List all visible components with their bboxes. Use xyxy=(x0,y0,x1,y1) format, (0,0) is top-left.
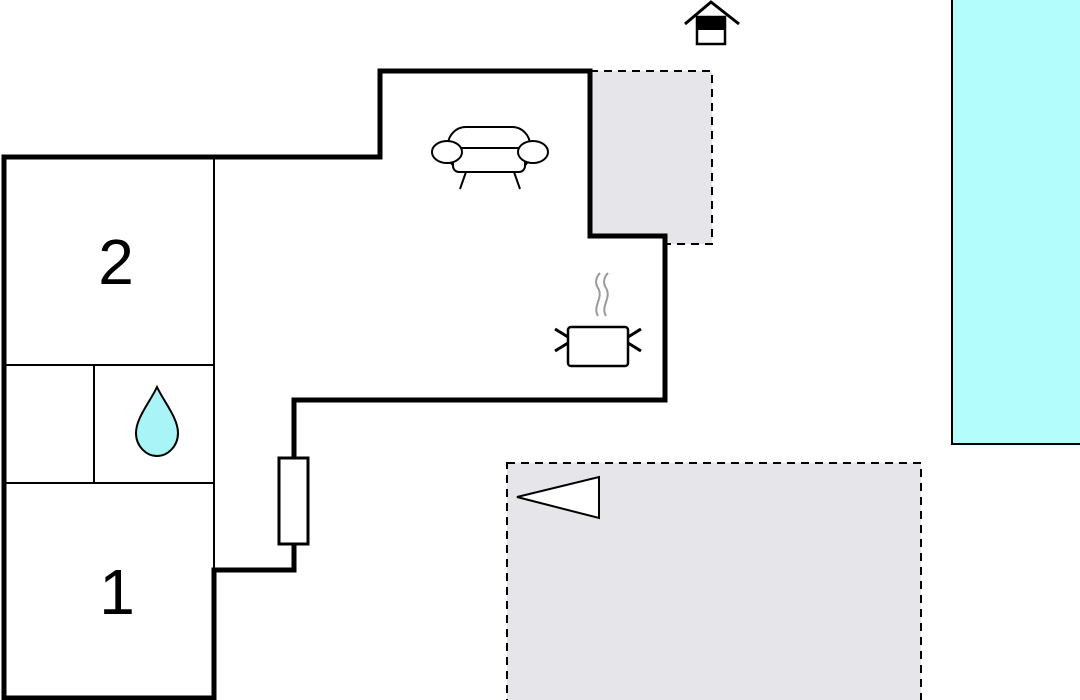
room-label-2: 2 xyxy=(98,226,134,298)
pool xyxy=(951,0,1080,445)
cooking-pot-icon xyxy=(554,272,642,368)
water-drop-icon xyxy=(134,384,180,458)
door-icon xyxy=(277,456,310,546)
terrace-upper xyxy=(589,70,713,245)
room-label-1: 1 xyxy=(99,556,135,628)
triangle-arrow-icon xyxy=(516,475,600,520)
sofa-icon xyxy=(431,126,549,190)
house-outline xyxy=(1,68,668,700)
house-icon xyxy=(684,0,740,46)
